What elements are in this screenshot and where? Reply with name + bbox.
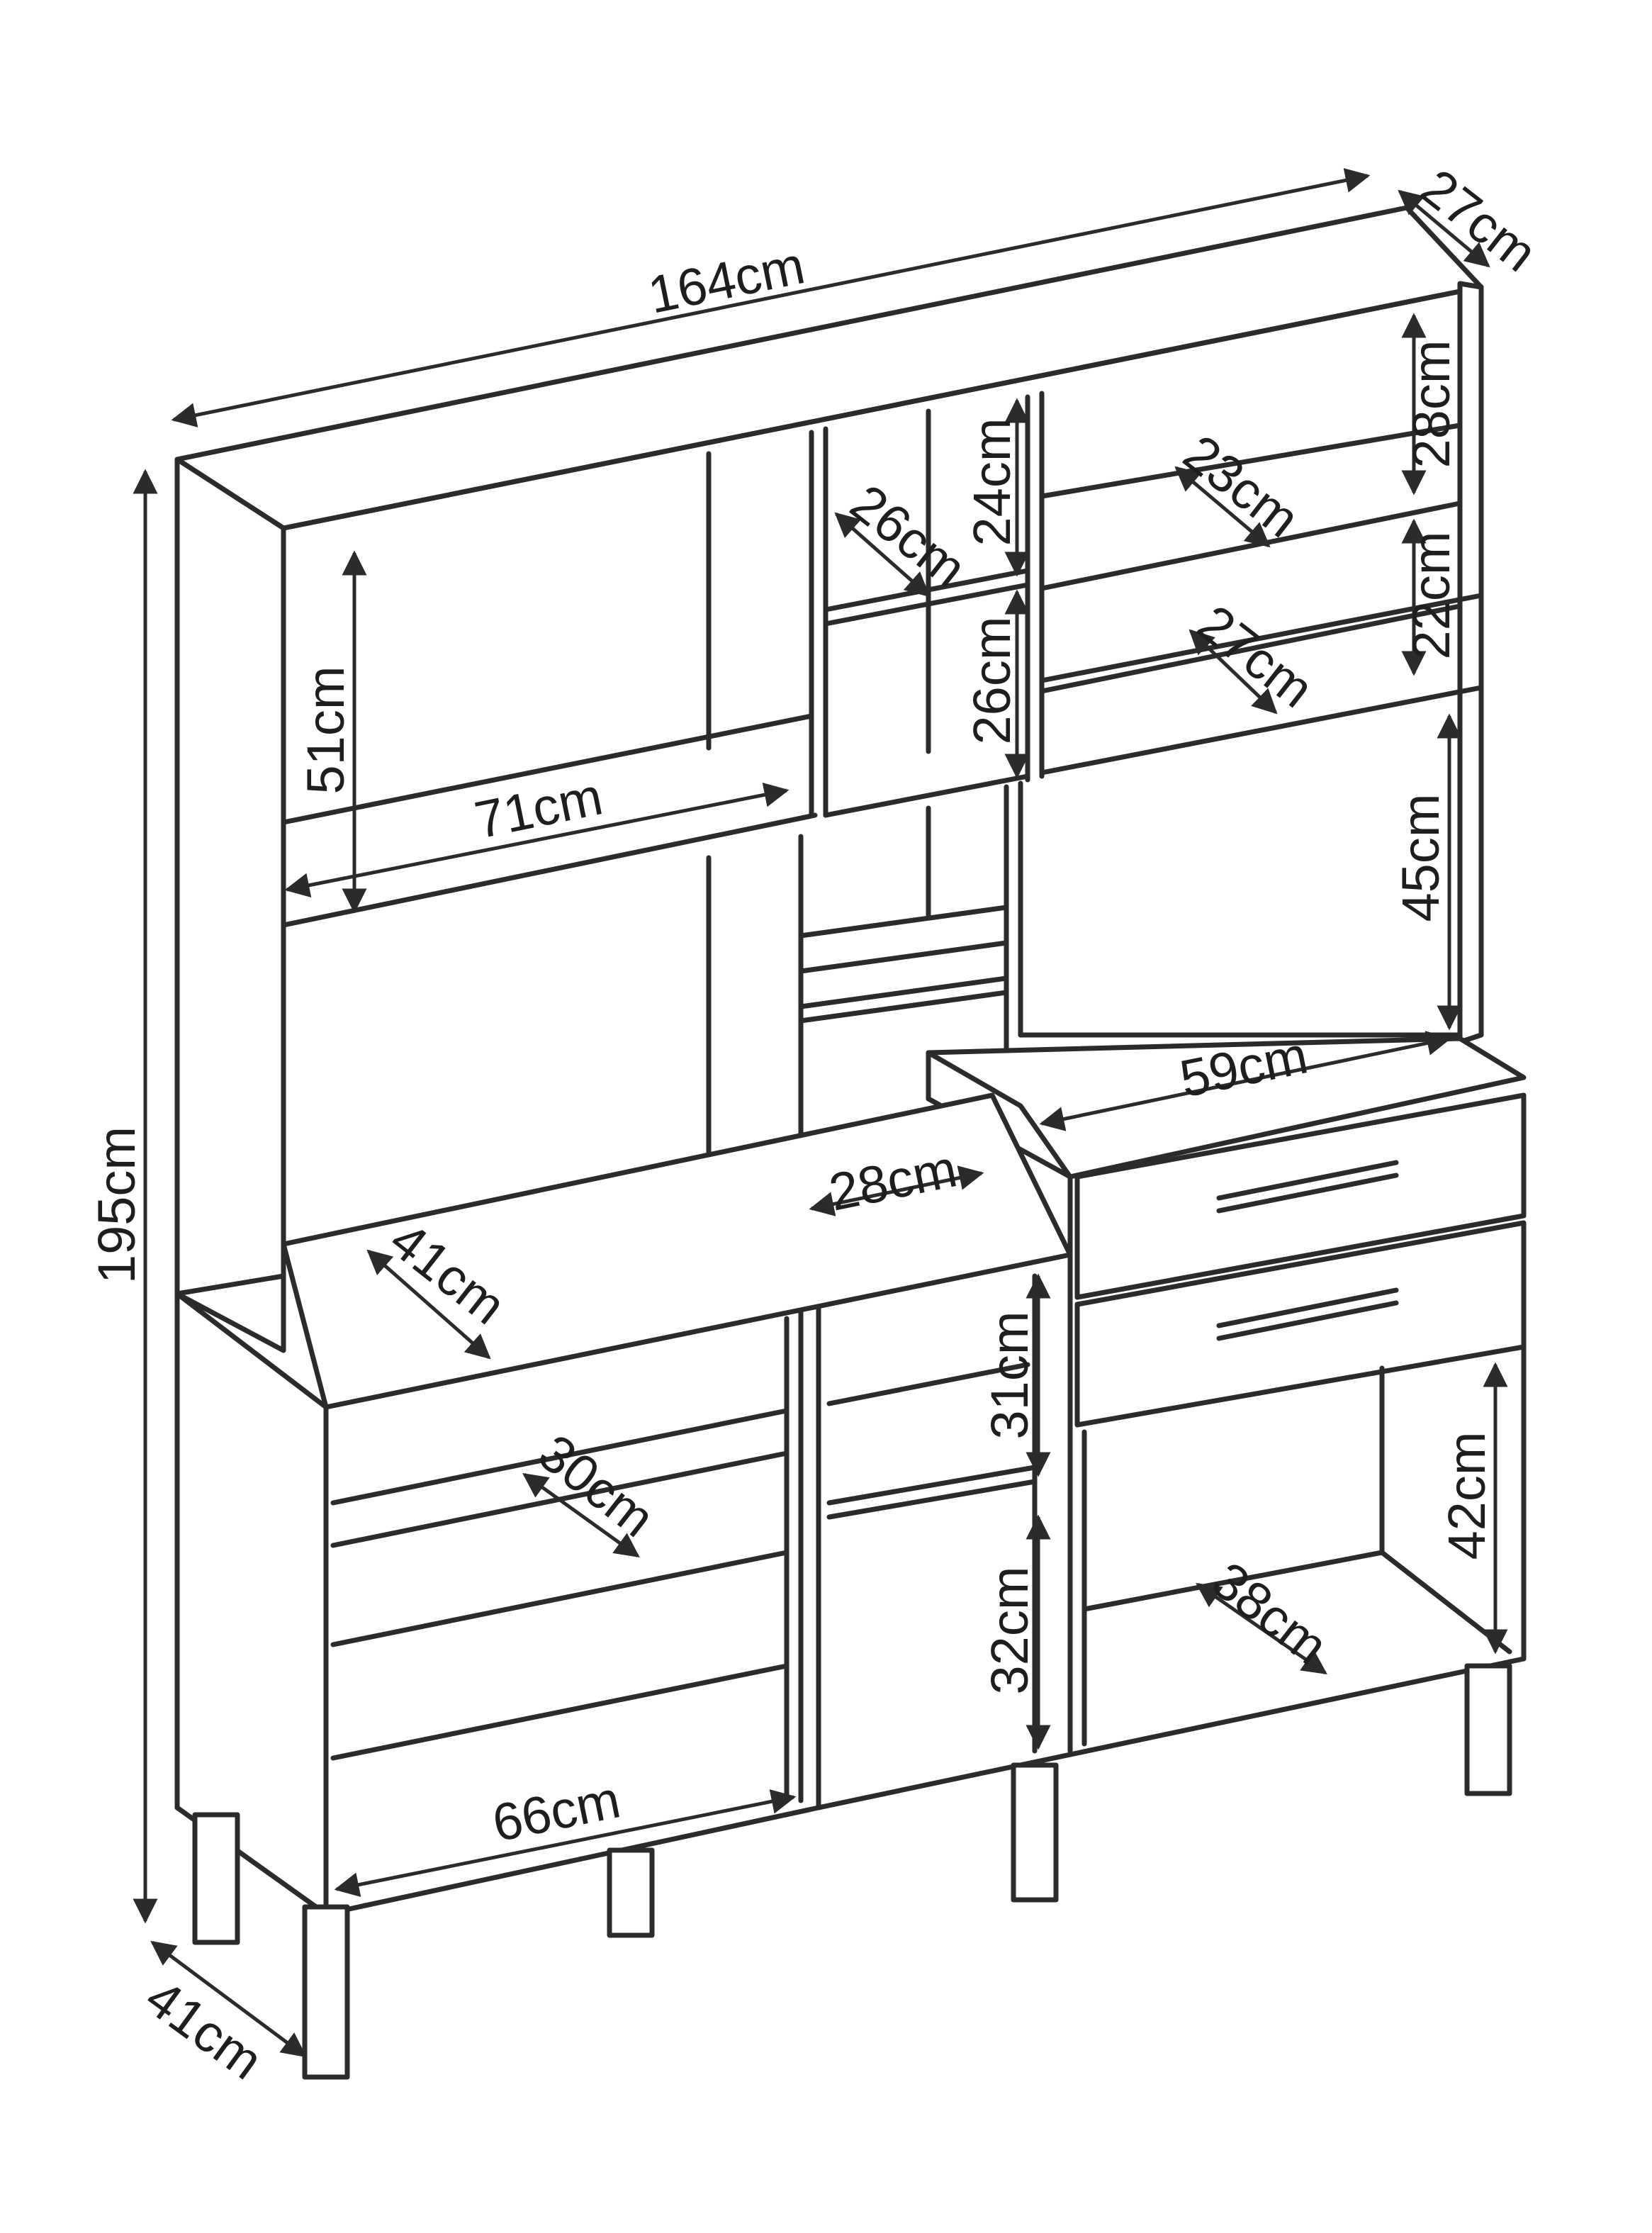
cabinet-outline — [174, 205, 1527, 2080]
label-right-top-depth: 23cm — [1173, 423, 1310, 549]
label-right-top-height: 28cm — [1402, 340, 1461, 469]
dimension-lines — [133, 168, 1508, 2058]
label-lower-right-height: 42cm — [1437, 1432, 1496, 1560]
label-lower-left-width: 66cm — [488, 1769, 625, 1852]
label-total-depth-bottom: 41cm — [135, 1968, 274, 2091]
label-right-mid-height: 22cm — [1402, 532, 1461, 660]
label-left-niche-height: 51cm — [296, 666, 355, 795]
label-total-width: 164cm — [644, 235, 809, 325]
label-center-top-height: 24cm — [962, 418, 1021, 547]
label-right-niche-height: 45cm — [1391, 794, 1450, 922]
label-lower-center-bottom-height: 32cm — [980, 1567, 1039, 1695]
label-lower-center-top-height: 31cm — [980, 1311, 1039, 1440]
label-lower-right-depth: 38cm — [1201, 1550, 1339, 1676]
label-total-height: 195cm — [87, 1126, 146, 1284]
label-center-mid-height: 26cm — [962, 617, 1021, 745]
